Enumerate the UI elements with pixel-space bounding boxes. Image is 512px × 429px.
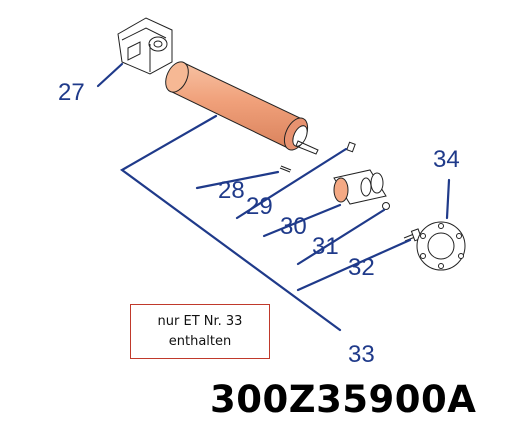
- leader-29: [235, 147, 348, 220]
- roller-tube: [165, 61, 319, 155]
- callout-28: 28: [218, 177, 245, 204]
- leader-lines: [96, 62, 451, 332]
- leader-32: [296, 238, 412, 292]
- screw-part-29: [346, 141, 356, 153]
- pin-part-28: [279, 165, 292, 173]
- leader-31: [296, 208, 386, 266]
- leader-28: [195, 170, 280, 190]
- bracket-part-27: [117, 17, 173, 75]
- callout-27: 27: [58, 79, 85, 106]
- leader-30: [262, 203, 342, 238]
- leader-33-trunk: [119, 114, 342, 332]
- leader-27: [96, 62, 124, 88]
- flange-part-34: [416, 221, 466, 271]
- note-box: nur ET Nr. 33 enthalten: [130, 304, 270, 359]
- note-line-2: enthalten: [168, 333, 232, 349]
- part-number: 300Z35900A: [210, 378, 477, 421]
- note-line-1: nur ET Nr. 33: [157, 313, 243, 329]
- callout-34: 34: [433, 146, 460, 173]
- callout-30: 30: [280, 213, 307, 240]
- leader-34: [445, 178, 451, 220]
- coupling-part-30: [333, 169, 387, 205]
- callout-31: 31: [312, 233, 339, 260]
- callout-29: 29: [246, 193, 273, 220]
- cap-part-31: [382, 202, 390, 210]
- callout-33: 33: [348, 341, 375, 368]
- callout-32: 32: [348, 254, 375, 281]
